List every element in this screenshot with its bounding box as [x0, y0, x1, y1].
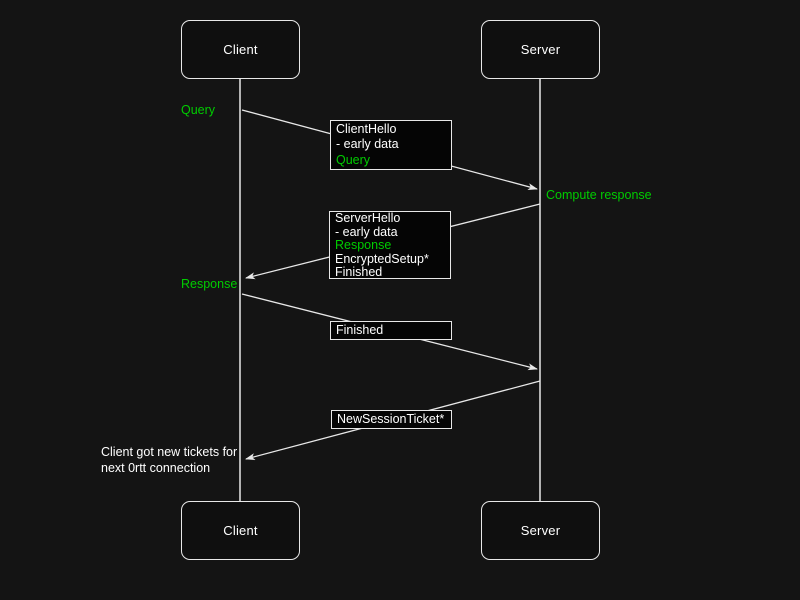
- message-line: ClientHello: [336, 121, 397, 136]
- note-line-1: Client got new tickets for: [101, 445, 238, 459]
- query-label: Query: [181, 103, 216, 117]
- message-line-response: Response: [335, 238, 392, 252]
- message-line: ServerHello: [335, 211, 401, 225]
- note-text: Client got new tickets for next 0rtt con…: [101, 445, 237, 476]
- message-line: - early data: [336, 137, 399, 152]
- message-box-new-session-ticket: NewSessionTicket*: [331, 410, 452, 429]
- compute-response-label: Compute response: [546, 188, 652, 202]
- message-box-server-hello: ServerHello - early data Response Encryp…: [329, 211, 451, 279]
- actor-box-client-top: Client: [181, 20, 300, 79]
- actor-box-server-bottom: Server: [481, 501, 600, 560]
- actor-label-client-bottom: Client: [223, 523, 258, 538]
- response-label: Response: [181, 277, 238, 291]
- note-line-2: next 0rtt connection: [101, 460, 211, 475]
- actor-label-client-top: Client: [223, 42, 258, 57]
- actor-label-server-bottom: Server: [520, 523, 561, 538]
- message-line: NewSessionTicket*: [337, 411, 445, 426]
- message-line: - early data: [335, 224, 398, 239]
- actor-label-server-top: Server: [520, 42, 561, 57]
- message-line-query: Query: [336, 152, 371, 167]
- actor-box-client-bottom: Client: [181, 501, 300, 560]
- message-line: Finished: [335, 265, 383, 279]
- message-line: Finished: [336, 322, 384, 337]
- message-box-finished: Finished: [330, 321, 452, 340]
- actor-box-server-top: Server: [481, 20, 600, 79]
- message-line: EncryptedSetup*: [335, 251, 429, 266]
- message-box-client-hello: ClientHello - early data Query: [330, 120, 452, 170]
